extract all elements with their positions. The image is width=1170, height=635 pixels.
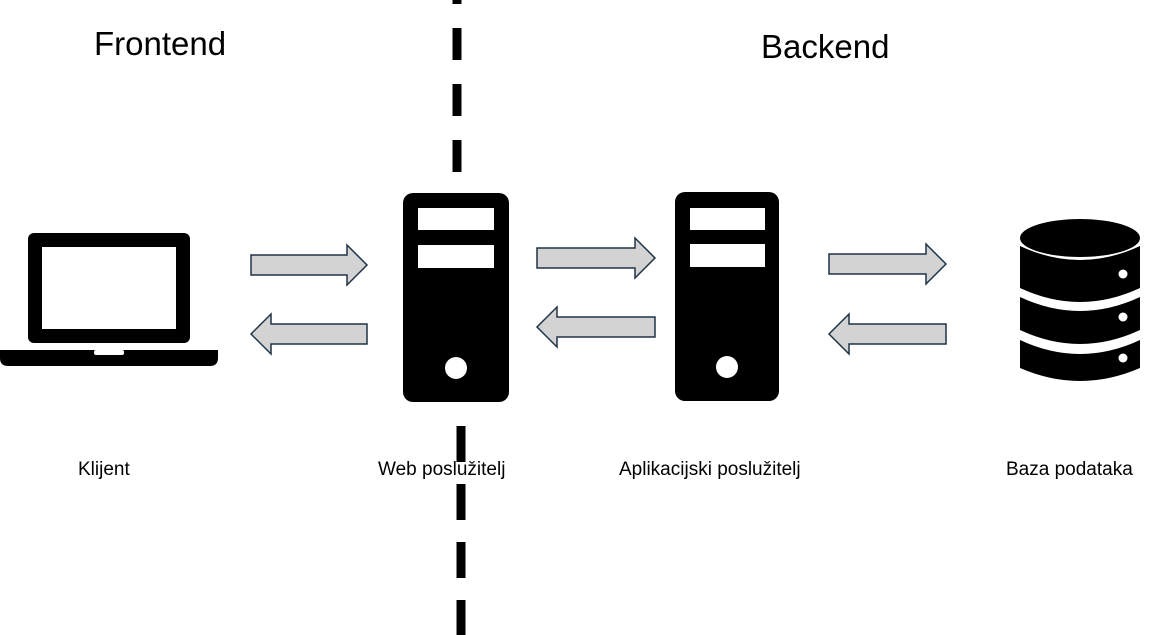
web-server-label: Web poslužitelj xyxy=(378,459,506,480)
arrow-client-to-web xyxy=(250,243,369,287)
client-label: Klijent xyxy=(78,459,130,480)
database-label: Baza podataka xyxy=(1006,459,1133,480)
application-server-icon xyxy=(675,192,779,401)
arrow-web-to-client xyxy=(249,312,368,356)
arrow-db-to-app xyxy=(827,312,947,356)
laptop-icon xyxy=(0,233,218,366)
database-icon xyxy=(1020,219,1140,381)
backend-title: Backend xyxy=(761,28,890,65)
arrow-app-to-db xyxy=(828,242,948,286)
web-server-icon xyxy=(403,193,509,402)
application-server-label: Aplikacijski poslužitelj xyxy=(619,459,801,480)
frontend-title: Frontend xyxy=(94,25,227,62)
arrow-app-to-web xyxy=(535,305,656,349)
arrow-web-to-app xyxy=(536,236,657,280)
